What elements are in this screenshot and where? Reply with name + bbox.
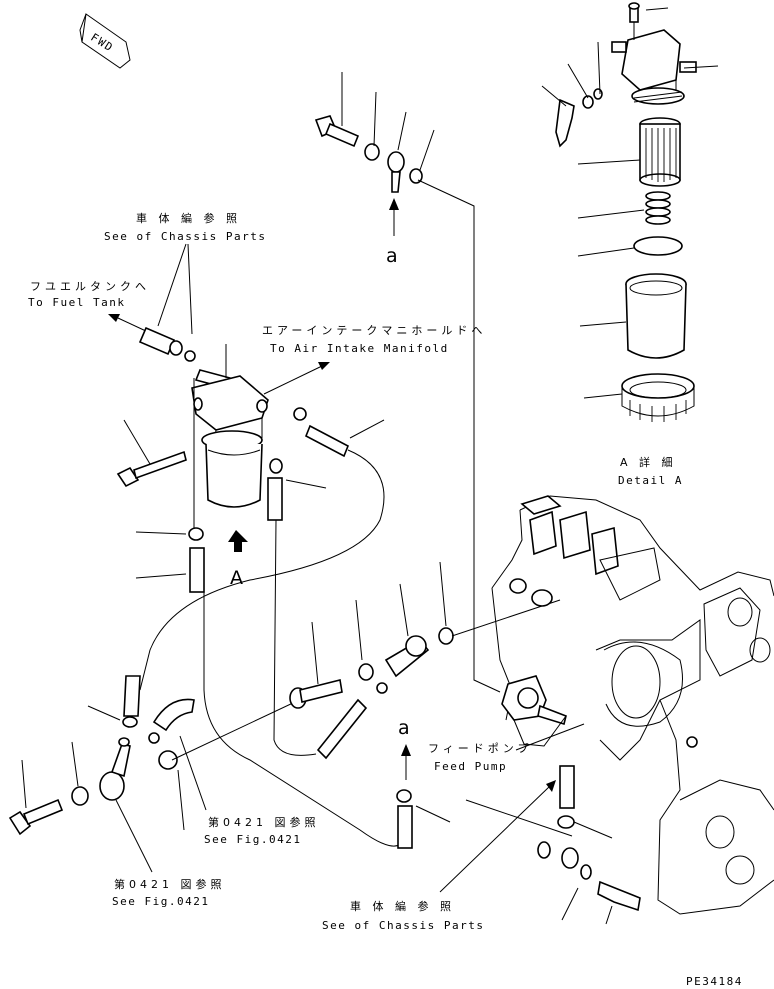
left-lower-hoses bbox=[87, 675, 195, 744]
air-intake-arrow bbox=[263, 362, 330, 395]
lower-hose bbox=[396, 789, 451, 849]
air-intake-en: To Air Intake Manifold bbox=[270, 342, 449, 355]
drawing-number: PE34184 bbox=[686, 975, 743, 988]
top-banjo-fitting bbox=[314, 72, 501, 693]
arrow-a-top: a bbox=[386, 198, 399, 267]
fuel-tank-jp: フユエルタンクへ bbox=[30, 280, 150, 293]
left-banjo-assembly bbox=[8, 693, 313, 873]
arrow-a-mid: a bbox=[398, 717, 411, 780]
feed-pump-jp: フィードポンプ bbox=[428, 742, 532, 755]
chassis-bottom-arrow bbox=[439, 780, 556, 893]
filter-element bbox=[639, 117, 681, 187]
chassis-top-en: See of Chassis Parts bbox=[104, 230, 266, 243]
fuel-tank-en: To Fuel Tank bbox=[28, 296, 125, 309]
chassis-top-jp: 車 体 編 参 照 bbox=[136, 211, 241, 225]
chassis-bottom-en: See of Chassis Parts bbox=[322, 919, 484, 932]
centre-banjo-fitting bbox=[289, 561, 561, 760]
mounting-bolt bbox=[116, 419, 187, 488]
detail-a-exploded-view: A 詳 細 Detail A bbox=[541, 2, 719, 487]
fwd-direction-badge: FWD bbox=[79, 13, 131, 69]
fig-ref-left-jp: 第0421 図参照 bbox=[114, 877, 226, 891]
drain-lever bbox=[555, 88, 603, 148]
air-intake-jp: エアーインテークマニホールドへ bbox=[262, 324, 486, 337]
fuel-tank-arrow bbox=[108, 314, 149, 333]
detail-a-en: Detail A bbox=[618, 474, 683, 487]
marker-A: A bbox=[230, 567, 243, 589]
fig-ref-mid-jp: 第0421 図参照 bbox=[208, 815, 320, 829]
fig-ref-mid-en: See Fig.0421 bbox=[204, 833, 301, 846]
spring bbox=[645, 191, 671, 225]
fig-ref-left-en: See Fig.0421 bbox=[112, 895, 209, 908]
filter-head bbox=[611, 2, 697, 105]
marker-a-top: a bbox=[386, 245, 398, 267]
fuel-filter-assembly bbox=[138, 326, 269, 508]
marker-a-mid: a bbox=[398, 717, 410, 739]
bottom-right-fittings bbox=[465, 765, 641, 925]
feed-pump-en: Feed Pump bbox=[434, 760, 507, 773]
filter-bowl bbox=[625, 273, 687, 359]
o-ring bbox=[633, 236, 683, 256]
injection-pump-housing bbox=[491, 495, 774, 915]
fwd-label: FWD bbox=[88, 31, 116, 55]
detail-a-jp: A 詳 細 bbox=[620, 455, 677, 469]
detail-a-leaders bbox=[541, 7, 719, 399]
chassis-bottom-jp: 車 体 編 参 照 bbox=[350, 899, 455, 913]
fuel-line-loop bbox=[139, 449, 385, 691]
ring-nut bbox=[621, 373, 695, 422]
view-arrow-A: A bbox=[228, 530, 248, 589]
filter-hoses bbox=[135, 378, 385, 593]
